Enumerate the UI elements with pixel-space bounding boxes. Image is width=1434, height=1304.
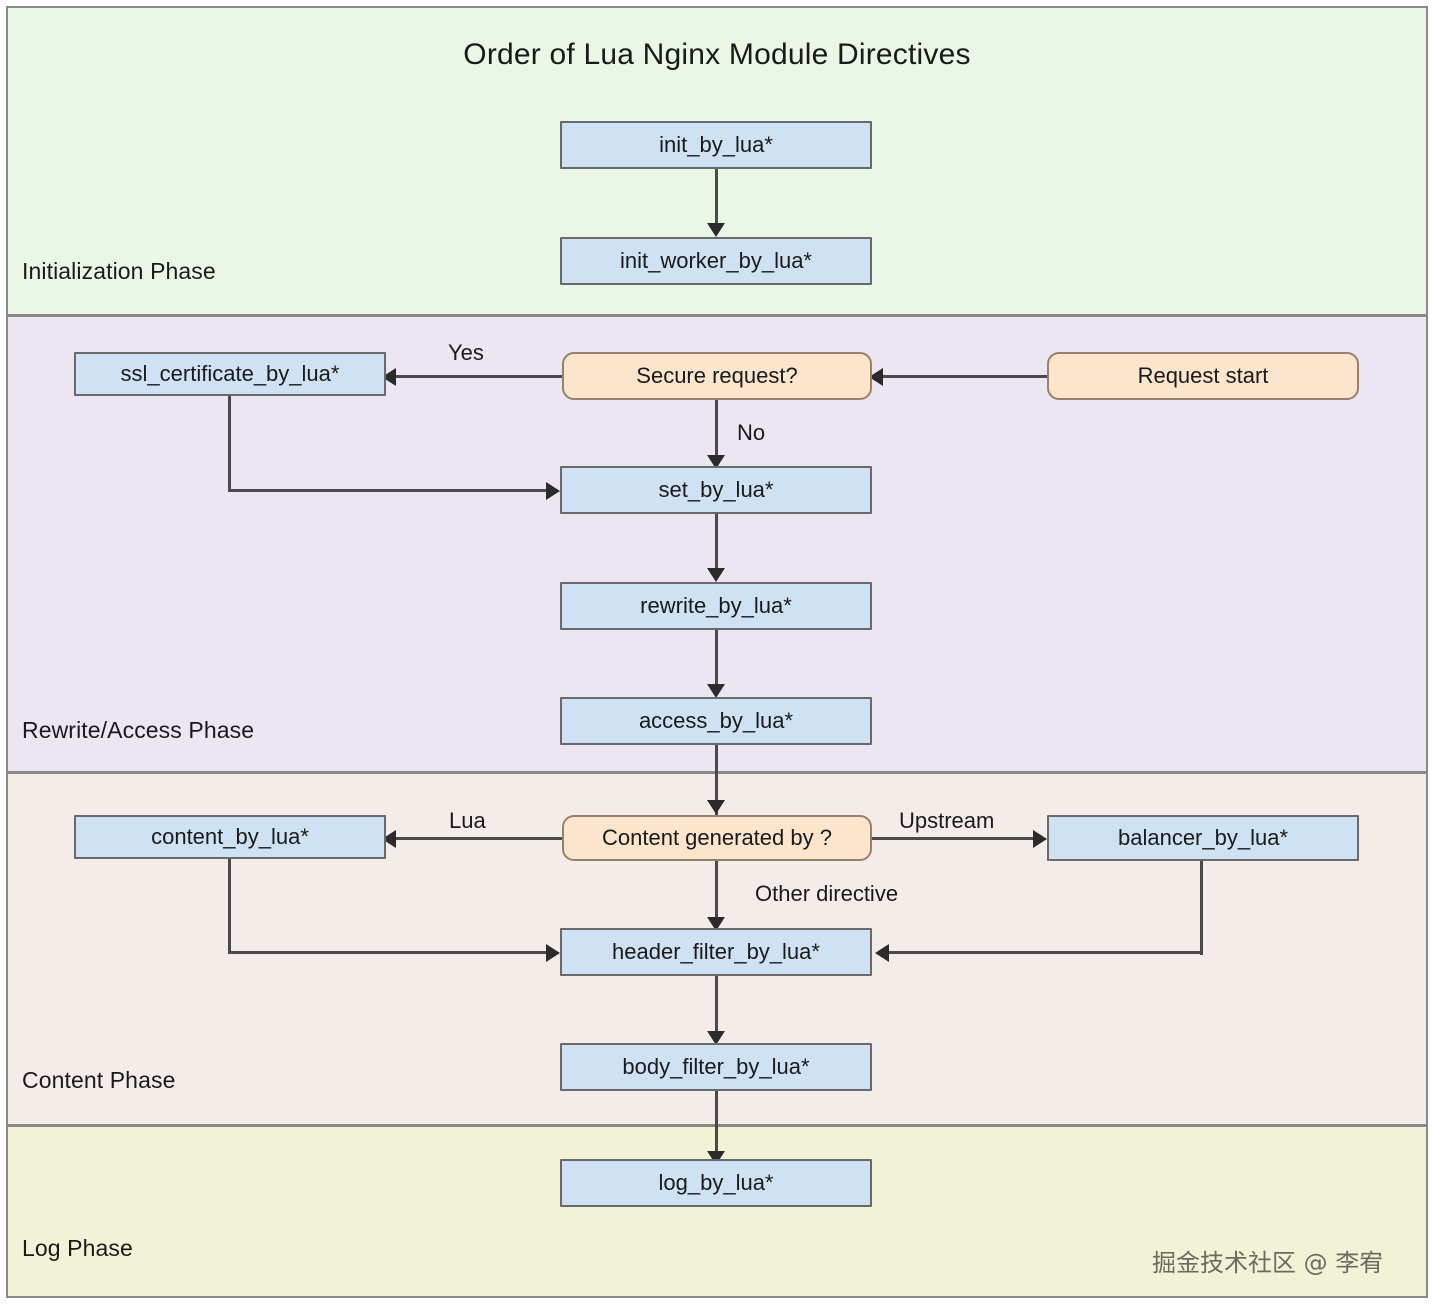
phase-label-rewrite-access: Rewrite/Access Phase (22, 717, 255, 743)
edge-requeststart-to-secure (880, 375, 1050, 378)
edge-label-yes: Yes (448, 340, 484, 365)
edge-header-to-body (715, 976, 718, 1036)
edge-balancer-to-header-vertical (1200, 861, 1203, 955)
node-access-by-lua[interactable]: access_by_lua* (560, 697, 872, 745)
arrowhead-ssl-to-set (546, 482, 560, 500)
arrowhead-requeststart-to-secure (869, 368, 883, 386)
edge-init-to-initworker (715, 169, 718, 225)
arrowhead-contentgen-upstream (1033, 830, 1047, 848)
edge-access-to-contentgen (715, 745, 718, 815)
edge-label-other-directive: Other directive (755, 881, 899, 906)
node-ssl-certificate-by-lua[interactable]: ssl_certificate_by_lua* (74, 352, 386, 396)
edge-rewrite-to-access (715, 630, 718, 686)
node-balancer-by-lua[interactable]: balancer_by_lua* (1047, 815, 1359, 861)
edge-ssl-to-set-vertical (228, 395, 231, 491)
arrowhead-header-to-body (707, 1031, 725, 1045)
node-rewrite-by-lua[interactable]: rewrite_by_lua* (560, 582, 872, 630)
phase-label-log: Log Phase (22, 1235, 133, 1261)
edge-contentbylua-to-header-horizontal (228, 951, 548, 954)
node-content-by-lua[interactable]: content_by_lua* (74, 815, 386, 859)
edge-contentgen-other-to-header (715, 861, 718, 921)
edge-contentgen-upstream-to-balancer (870, 837, 1036, 840)
edge-balancer-to-header-horizontal (886, 951, 1203, 954)
edge-secure-no-to-set (715, 400, 718, 458)
edge-secure-yes-to-ssl (390, 375, 562, 378)
diagram-title: Order of Lua Nginx Module Directives (463, 38, 971, 71)
arrowhead-balancer-to-header (875, 944, 889, 962)
arrowhead-rewrite-to-access (707, 684, 725, 698)
edge-label-upstream: Upstream (899, 808, 995, 833)
node-body-filter-by-lua[interactable]: body_filter_by_lua* (560, 1043, 872, 1091)
edge-label-no: No (737, 420, 766, 445)
arrowhead-contentgen-other (707, 917, 725, 931)
phase-label-initialization: Initialization Phase (22, 258, 216, 284)
arrowhead-secure-no-to-set (707, 455, 725, 469)
arrowhead-access-to-contentgen (707, 800, 725, 814)
edge-body-to-log (715, 1091, 718, 1159)
node-content-generated-by[interactable]: Content generated by ? (562, 815, 872, 861)
node-init-worker-by-lua[interactable]: init_worker_by_lua* (560, 237, 872, 285)
node-log-by-lua[interactable]: log_by_lua* (560, 1159, 872, 1207)
edge-contentbylua-to-header-vertical (228, 859, 231, 953)
node-init-by-lua[interactable]: init_by_lua* (560, 121, 872, 169)
arrowhead-contentbylua-to-header (546, 944, 560, 962)
phase-label-content: Content Phase (22, 1067, 176, 1093)
node-header-filter-by-lua[interactable]: header_filter_by_lua* (560, 928, 872, 976)
node-secure-request[interactable]: Secure request? (562, 352, 872, 400)
edge-label-lua: Lua (449, 808, 486, 833)
arrowhead-set-to-rewrite (707, 568, 725, 582)
node-request-start[interactable]: Request start (1047, 352, 1359, 400)
edge-set-to-rewrite (715, 514, 718, 570)
watermark: 掘金技术社区 @ 李宥 (1152, 1249, 1384, 1277)
edge-contentgen-lua-to-contentbylua (390, 837, 562, 840)
edge-ssl-to-set-horizontal (228, 489, 548, 492)
node-set-by-lua[interactable]: set_by_lua* (560, 466, 872, 514)
arrowhead-init-to-initworker (707, 223, 725, 237)
